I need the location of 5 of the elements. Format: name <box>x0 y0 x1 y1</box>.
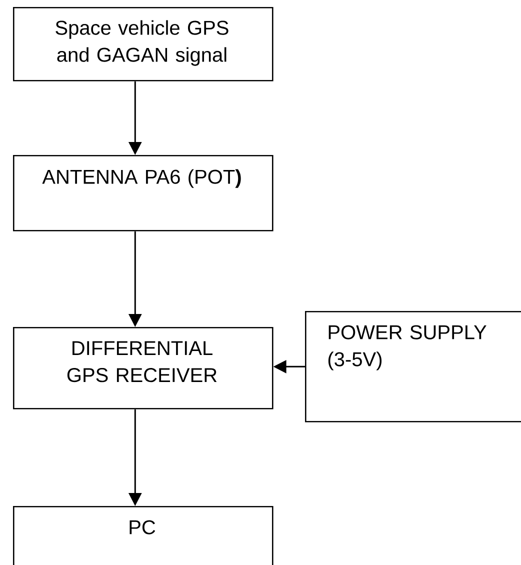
process-box: ANTENNA PA6 (POT) <box>13 155 274 232</box>
process-box: POWER SUPPLY (3-5V) <box>305 311 521 422</box>
process-box: PC <box>13 506 274 565</box>
process-box: DIFFERENTIAL GPS RECEIVER <box>13 327 274 410</box>
process-box: Space vehicle GPS and GAGAN signal <box>13 7 274 82</box>
